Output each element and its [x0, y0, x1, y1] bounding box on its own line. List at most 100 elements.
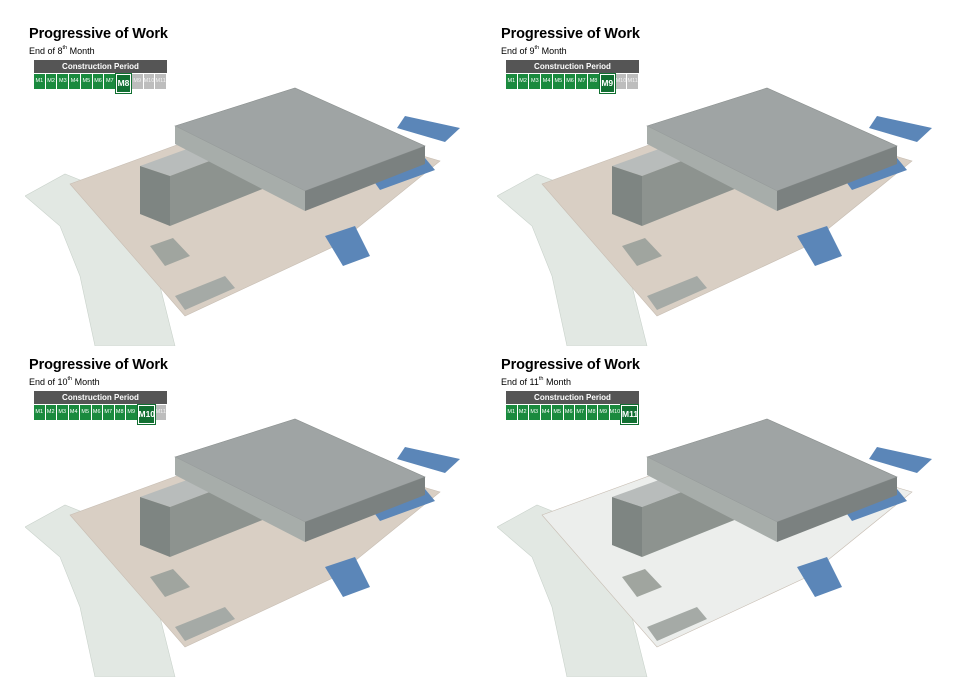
water-shape-c	[797, 226, 842, 266]
water-shape-c	[325, 226, 370, 266]
timeline-month-m11: M11	[620, 404, 639, 425]
water-shape-c	[325, 557, 370, 597]
timeline-month-m8: M8	[588, 74, 599, 89]
timeline-month-m5: M5	[552, 405, 563, 420]
left-wing-side-shape	[140, 166, 170, 226]
progress-panel-month-10: Progressive of Work End of 10th Month Co…	[25, 357, 499, 678]
timeline-month-m8: M8	[586, 405, 597, 420]
timeline-month-m11: M11	[155, 405, 166, 420]
timeline-month-m8: M8	[115, 73, 132, 94]
panel-subtitle: End of 11th Month	[501, 376, 571, 387]
timeline-month-m4: M4	[68, 405, 79, 420]
timeline-month-m9: M9	[126, 405, 137, 420]
timeline-month-m7: M7	[576, 74, 588, 89]
annex-a-shape	[150, 238, 190, 266]
timeline-month-m5: M5	[80, 74, 92, 89]
timeline-month-m1: M1	[506, 74, 517, 89]
timeline-month-m2: M2	[517, 405, 528, 420]
timeline-month-m10: M10	[143, 74, 155, 89]
left-wing-side-shape	[140, 497, 170, 557]
main-side-shape	[175, 457, 305, 542]
annex-b-shape	[175, 276, 235, 310]
timeline-month-m9: M9	[598, 73, 616, 94]
annex-a-shape	[150, 569, 190, 597]
road-shape	[497, 504, 648, 677]
timeline-month-m6: M6	[92, 74, 104, 89]
road-shape	[497, 173, 648, 346]
site-render	[25, 418, 460, 677]
timeline-month-m11: M11	[627, 74, 639, 89]
timeline-month-m3: M3	[57, 74, 69, 89]
timeline-month-m9: M9	[598, 405, 609, 420]
main-side-shape	[175, 126, 305, 211]
main-front-shape	[305, 477, 425, 542]
panel-subtitle: End of 8th Month	[29, 45, 95, 56]
timeline-month-m4: M4	[69, 74, 80, 89]
left-wing-side-shape	[612, 497, 642, 557]
timeline-month-m6: M6	[564, 74, 576, 89]
timeline-month-m2: M2	[45, 405, 56, 420]
timeline-month-m1: M1	[34, 405, 45, 420]
site-render	[497, 418, 932, 677]
timeline-header: Construction Period	[506, 391, 639, 404]
site-render	[25, 87, 460, 346]
timeline-month-m2: M2	[517, 74, 529, 89]
progress-panel-month-9: Progressive of Work End of 9th Month Con…	[497, 26, 960, 356]
annex-b-shape	[175, 607, 235, 641]
timeline-month-m7: M7	[103, 405, 114, 420]
main-side-shape	[647, 126, 777, 211]
timeline-month-m3: M3	[529, 405, 540, 420]
timeline-month-m10: M10	[136, 404, 156, 425]
timeline-header: Construction Period	[34, 60, 167, 73]
road-shape	[25, 173, 176, 346]
timeline-month-m1: M1	[34, 74, 45, 89]
timeline-month-m8: M8	[114, 405, 125, 420]
timeline-month-m6: M6	[91, 405, 102, 420]
panel-title: Progressive of Work	[29, 26, 168, 42]
left-wing-side-shape	[612, 166, 642, 226]
timeline-header: Construction Period	[506, 60, 639, 73]
timeline-month-m4: M4	[540, 405, 551, 420]
timeline-month-m7: M7	[575, 405, 586, 420]
main-side-shape	[647, 457, 777, 542]
annex-b-shape	[647, 276, 707, 310]
water-shape-a	[869, 116, 932, 142]
timeline-month-m10: M10	[609, 405, 620, 420]
timeline-month-m4: M4	[541, 74, 552, 89]
timeline-month-m10: M10	[615, 74, 627, 89]
road-shape	[25, 504, 176, 677]
main-front-shape	[777, 477, 897, 542]
timeline-month-m3: M3	[57, 405, 68, 420]
progress-panel-month-11: Progressive of Work End of 11th Month Co…	[497, 357, 960, 678]
timeline-month-m2: M2	[45, 74, 57, 89]
site-render	[497, 87, 932, 346]
progress-panel-month-8: Progressive of Work End of 8th Month Con…	[25, 26, 499, 356]
timeline-month-m6: M6	[563, 405, 574, 420]
timeline-month-m5: M5	[80, 405, 91, 420]
panel-title: Progressive of Work	[29, 357, 168, 373]
main-front-shape	[305, 146, 425, 211]
panel-subtitle: End of 9th Month	[501, 45, 567, 56]
timeline-month-m9: M9	[131, 74, 143, 89]
annex-b-shape	[647, 607, 707, 641]
timeline-month-m1: M1	[506, 405, 517, 420]
panel-title: Progressive of Work	[501, 357, 640, 373]
main-front-shape	[777, 146, 897, 211]
timeline-month-m3: M3	[529, 74, 541, 89]
water-shape-a	[397, 447, 460, 473]
panel-title: Progressive of Work	[501, 26, 640, 42]
panel-subtitle: End of 10th Month	[29, 376, 100, 387]
water-shape-c	[797, 557, 842, 597]
water-shape-a	[397, 116, 460, 142]
timeline-month-m7: M7	[104, 74, 116, 89]
timeline-month-m11: M11	[155, 74, 167, 89]
water-shape-a	[869, 447, 932, 473]
